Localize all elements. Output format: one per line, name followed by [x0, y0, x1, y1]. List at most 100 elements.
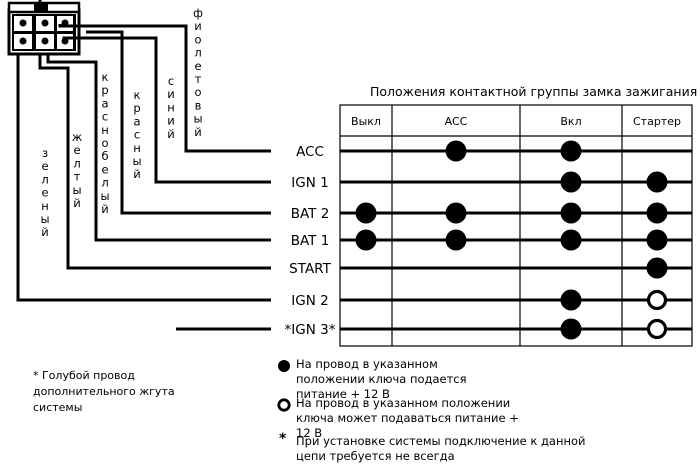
wire-yellow-path	[38, 54, 271, 270]
filled-dot-icon	[277, 358, 291, 377]
wire-label-letter: л	[101, 176, 108, 190]
wire-violet-path	[58, 24, 271, 153]
wire-label-letter: к	[134, 88, 141, 102]
asterisk-icon: *	[279, 431, 287, 447]
wire-label-letter: р	[101, 83, 108, 97]
wire-label-letter: а	[133, 114, 140, 128]
wire-label-letter: ы	[132, 154, 141, 168]
contact-filled-dot	[445, 140, 467, 162]
wire-label-letter: е	[41, 186, 48, 200]
column-header: Вкл	[560, 115, 581, 128]
wire-label-letter: в	[195, 98, 202, 112]
wire-label-letter: с	[134, 128, 140, 142]
wire-red-path	[86, 30, 271, 215]
contact-filled-dot	[560, 202, 582, 224]
wire-label-letter: е	[41, 159, 48, 173]
wire-label-letter: ы	[72, 183, 81, 197]
wire-label-letter: ж	[72, 130, 82, 144]
wire-label-letter: й	[73, 196, 80, 210]
wire-label-letter: к	[102, 70, 109, 84]
legend-item-open: На провод в указанном положении ключа мо…	[296, 396, 519, 440]
wire-label-letter: б	[101, 149, 108, 163]
wire-label-letter: е	[73, 143, 80, 157]
wire-label-letter: й	[101, 202, 108, 216]
contact-filled-dot	[560, 318, 582, 340]
wire-label-letter: й	[167, 127, 174, 141]
contact-filled-dot	[445, 202, 467, 224]
wire-label-letter: й	[41, 225, 48, 239]
contact-filled-dot	[646, 257, 668, 279]
column-header: Выкл	[351, 115, 381, 128]
wire-blue-path	[62, 36, 271, 184]
contact-filled-dot	[560, 229, 582, 251]
wire-label-letter: о	[194, 85, 201, 99]
wire-label-letter: е	[194, 59, 201, 73]
row-label: BAT 1	[291, 233, 330, 249]
wire-label-letter: и	[194, 19, 201, 33]
contact-filled-dot	[560, 289, 582, 311]
wire-label-letter: з	[42, 146, 48, 160]
footnote-text: * Голубой провод дополнительного жгута с…	[33, 369, 175, 414]
contact-filled-dot	[355, 229, 377, 251]
contact-filled-dot	[560, 140, 582, 162]
wire-label-letter: л	[73, 156, 80, 170]
wire-label-letter: т	[195, 72, 202, 86]
table-grid: Выкл ACC Вкл Стартер	[339, 104, 693, 347]
contact-table: Положения контактной группы замка зажига…	[285, 84, 697, 347]
contact-filled-dot	[560, 171, 582, 193]
contact-open-circle	[646, 289, 668, 311]
wire-label-letter: ы	[40, 212, 49, 226]
wire-label-letter: н	[41, 199, 49, 213]
wire-label-letter: с	[168, 74, 174, 88]
table-title: Положения контактной группы замка зажига…	[370, 84, 697, 99]
wire-label-letter: ы	[100, 189, 109, 203]
wire-label-letter: л	[41, 172, 48, 186]
legend-item-asterisk: При установке системы подключение к данн…	[296, 434, 586, 463]
connector-block	[7, 1, 81, 56]
wire-redwhite-path	[46, 54, 271, 242]
wire-label-letter: л	[194, 46, 201, 60]
wire-color-labels: фиолетовыйсинийкрасныйкраснобелыйжелтыйз…	[40, 6, 203, 239]
wire-label-letter: ф	[193, 6, 203, 20]
wire-label-letter: с	[102, 110, 108, 124]
wire-label-letter: й	[133, 167, 140, 181]
wire-label-letter: е	[101, 162, 108, 176]
wire-label-letter: ы	[193, 112, 202, 126]
row-label: IGN 2	[291, 293, 328, 309]
wire-label-letter: о	[194, 32, 201, 46]
wire-bundle	[16, 0, 271, 331]
contact-filled-dot	[355, 202, 377, 224]
table-border	[339, 104, 693, 347]
row-label: BAT 2	[291, 206, 330, 222]
contact-filled-dot	[646, 202, 668, 224]
footnote: * Голубой провод дополнительного жгута с…	[33, 368, 183, 416]
contact-filled-dot	[646, 171, 668, 193]
wire-label-letter: и	[167, 114, 174, 128]
contact-marks	[355, 140, 668, 340]
row-lines	[340, 149, 692, 331]
row-label: IGN 1	[291, 175, 328, 191]
column-header: Стартер	[633, 115, 681, 128]
row-label: START	[289, 261, 331, 277]
wire-green-path	[16, 54, 271, 302]
wire-label-letter: о	[101, 136, 108, 150]
wire-label-letter: и	[167, 87, 174, 101]
row-label: ACC	[296, 144, 324, 160]
wire-label-letter: н	[167, 100, 175, 114]
contact-open-circle	[646, 318, 668, 340]
column-header: ACC	[445, 115, 468, 128]
wire-label-letter: н	[101, 123, 109, 137]
contact-filled-dot	[445, 229, 467, 251]
legend-item-filled: На провод в указанном положении ключа по…	[296, 357, 467, 401]
wire-label-letter: й	[194, 125, 201, 139]
contact-filled-dot	[646, 229, 668, 251]
wire-label-letter: т	[74, 170, 81, 184]
